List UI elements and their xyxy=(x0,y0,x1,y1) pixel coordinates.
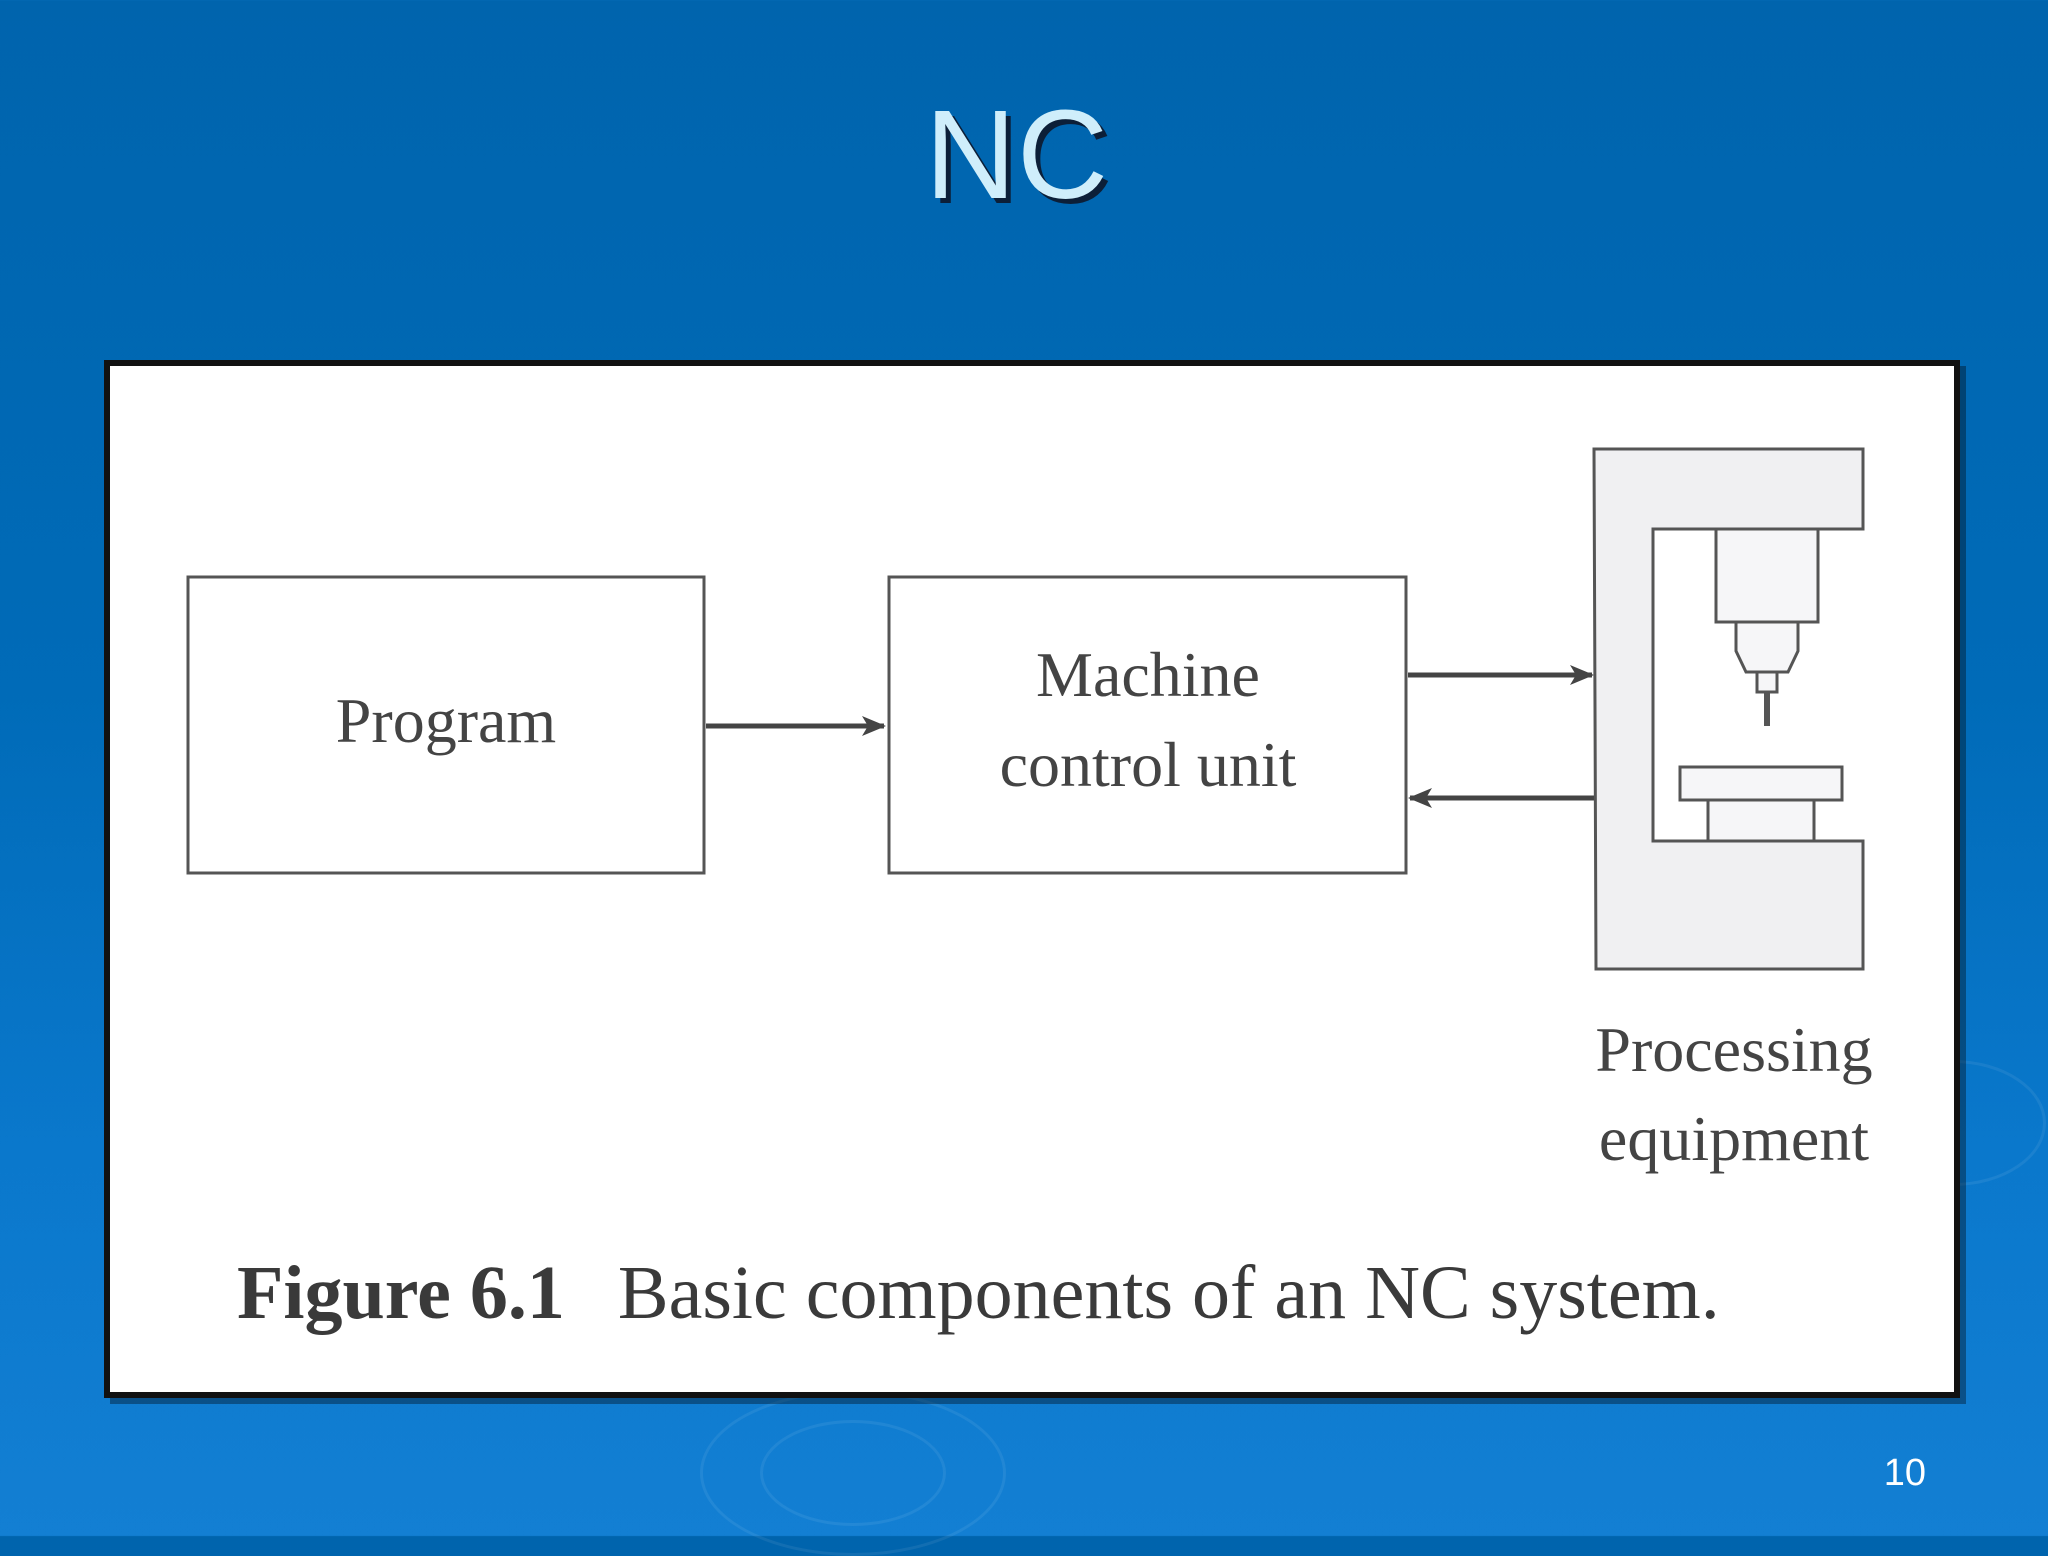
processing-equipment-label-line2: equipment xyxy=(1599,1103,1869,1174)
slide-title: NC xyxy=(925,84,1109,225)
machine-control-unit-label-line1: Machine xyxy=(1036,639,1260,710)
program-label: Program xyxy=(336,685,556,756)
background-ripple xyxy=(760,1420,946,1526)
processing-equipment-label-line1: Processing xyxy=(1595,1014,1872,1085)
figure-frame: Program Machine control unit Processing … xyxy=(104,360,1960,1398)
figure-caption-number: Figure 6.1 xyxy=(237,1251,565,1335)
processing-equipment-icon xyxy=(1592,447,1865,971)
machine-control-unit-box xyxy=(887,575,1408,875)
slide-number: 10 xyxy=(1883,1452,1926,1494)
program-box xyxy=(186,575,706,875)
nc-system-diagram: Program Machine control unit Processing … xyxy=(186,447,1873,1335)
figure-caption-text: Basic components of an NC system. xyxy=(618,1251,1720,1335)
machine-control-unit-label-line2: control unit xyxy=(1000,729,1297,800)
figure-caption: Figure 6.1 Basic components of an NC sys… xyxy=(237,1251,1720,1335)
